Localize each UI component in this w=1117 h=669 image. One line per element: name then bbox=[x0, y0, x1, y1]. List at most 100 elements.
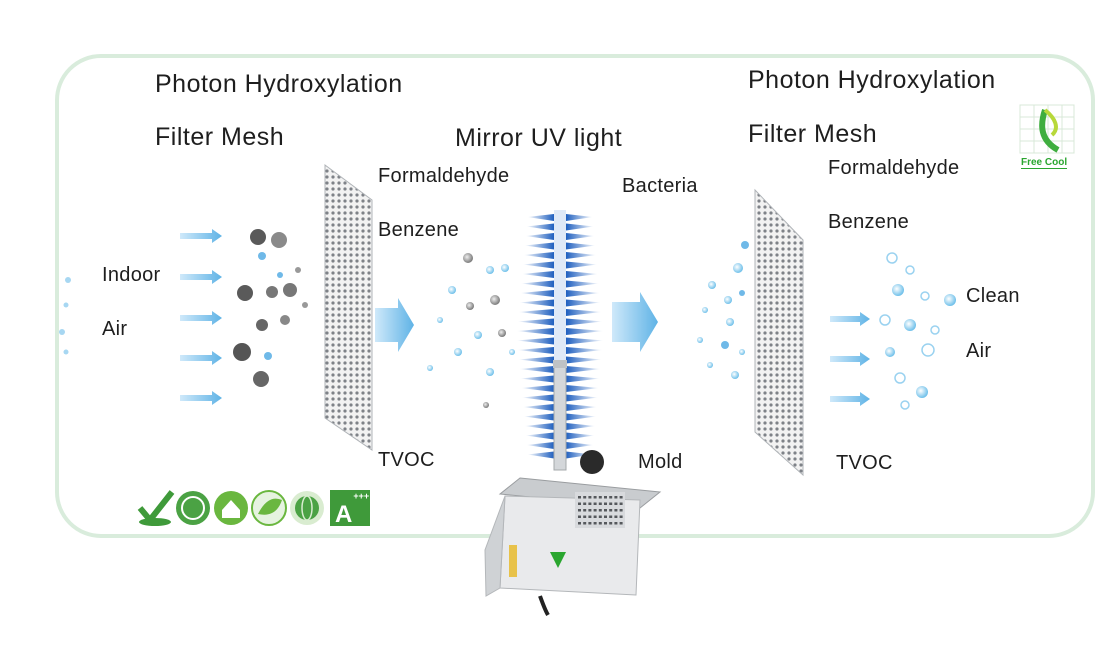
uv-spike-left bbox=[527, 214, 554, 221]
uv-spike-left bbox=[524, 242, 554, 250]
device-vent bbox=[575, 492, 625, 528]
uv-spike-right bbox=[566, 318, 603, 326]
free-cool-logo-icon bbox=[1019, 104, 1075, 154]
uv-spike-right bbox=[566, 413, 597, 421]
uv-spike-left bbox=[521, 394, 554, 402]
clean-air-label: Air bbox=[966, 340, 992, 362]
uv-spike-left bbox=[520, 375, 554, 383]
bacteria-label: Bacteria bbox=[622, 175, 698, 197]
uv-spike-left bbox=[518, 309, 554, 316]
vent-slot bbox=[598, 502, 602, 505]
vent-slot bbox=[588, 509, 592, 512]
vent-slot bbox=[609, 509, 613, 512]
right-filter-mesh bbox=[754, 188, 804, 477]
energy-rating-icon: A+++ bbox=[330, 490, 370, 528]
left-filter-title-line2: Filter Mesh bbox=[155, 123, 285, 151]
vent-slot bbox=[583, 522, 587, 525]
vent-slot bbox=[609, 496, 613, 499]
mold-label: Mold bbox=[638, 451, 683, 473]
vent-slot bbox=[614, 509, 618, 512]
uv-spike-right bbox=[566, 233, 595, 240]
uv-spike-left bbox=[519, 366, 554, 373]
uv-spike-right bbox=[566, 242, 596, 250]
incoming-air-arrows bbox=[180, 229, 222, 405]
eco-house-icon bbox=[214, 491, 248, 525]
vent-slot bbox=[609, 515, 613, 518]
uv-spike-left bbox=[517, 347, 554, 354]
vent-slot bbox=[619, 509, 623, 512]
vent-slot bbox=[578, 502, 581, 505]
uv-spike-right bbox=[566, 451, 593, 459]
middle-particles bbox=[427, 253, 515, 408]
vent-slot bbox=[604, 496, 607, 499]
vent-slot bbox=[604, 522, 607, 525]
post-uv-particles bbox=[697, 241, 749, 379]
right-formaldehyde-label: Formaldehyde bbox=[828, 157, 960, 179]
vent-slot bbox=[578, 515, 581, 518]
flow-arrow-1 bbox=[375, 298, 414, 352]
vent-slot bbox=[614, 502, 618, 505]
uv-spike-right bbox=[566, 442, 594, 449]
air-label: Air bbox=[102, 318, 128, 340]
uv-spike-right bbox=[566, 328, 604, 335]
pollutant-molecules bbox=[233, 229, 308, 387]
right-tvoc-label: TVOC bbox=[836, 452, 893, 474]
vent-slot bbox=[588, 502, 592, 505]
uv-spike-left bbox=[516, 328, 554, 335]
tvoc-label: TVOC bbox=[378, 449, 435, 471]
checkmark-leaf-icon bbox=[137, 490, 175, 526]
vent-slot bbox=[614, 522, 618, 525]
uv-spike-left bbox=[519, 299, 554, 307]
vent-slot bbox=[593, 509, 597, 512]
flow-arrow-2 bbox=[612, 292, 658, 352]
vent-slot bbox=[583, 515, 587, 518]
vent-slot bbox=[619, 502, 623, 505]
left-filter-mesh bbox=[324, 164, 373, 451]
uv-spike-left bbox=[523, 252, 554, 259]
uv-spike-left bbox=[526, 442, 554, 449]
uv-spike-right bbox=[566, 385, 600, 392]
uv-spike-left bbox=[521, 271, 554, 278]
uv-spike-left bbox=[526, 223, 554, 231]
globe-icon bbox=[290, 491, 324, 525]
uv-spike-left bbox=[527, 451, 554, 459]
uv-spike-left bbox=[522, 261, 554, 269]
vent-slot bbox=[598, 515, 602, 518]
uv-spike-right bbox=[566, 252, 597, 259]
uv-spike-right bbox=[566, 223, 594, 231]
clean-air-bubbles bbox=[879, 252, 956, 410]
vent-slot bbox=[598, 509, 602, 512]
vent-slot bbox=[578, 522, 581, 525]
uv-spike-right bbox=[566, 261, 598, 269]
uv-spike-left bbox=[523, 413, 554, 421]
right-filter-title-line2: Filter Mesh bbox=[748, 120, 878, 148]
uv-spike-left bbox=[522, 404, 554, 411]
uv-spike-right bbox=[566, 423, 596, 430]
vent-slot bbox=[619, 496, 623, 499]
vent-slot bbox=[583, 502, 587, 505]
plug-leaf-icon bbox=[176, 491, 210, 525]
uv-spike-right bbox=[566, 356, 602, 364]
vent-slot bbox=[593, 522, 597, 525]
uv-spike-right bbox=[566, 214, 593, 221]
uv-spike-left bbox=[520, 290, 554, 297]
vent-slot bbox=[578, 496, 581, 499]
vent-slot bbox=[609, 502, 613, 505]
uv-spike-right bbox=[566, 280, 600, 288]
uv-spike-left bbox=[524, 423, 554, 430]
uv-spike-right bbox=[566, 337, 604, 345]
vent-slot bbox=[593, 502, 597, 505]
vent-slot bbox=[593, 515, 597, 518]
left-filter-title-line1: Photon Hydroxylation bbox=[155, 70, 403, 98]
uv-spike-left bbox=[518, 356, 554, 364]
uv-spike-right bbox=[566, 432, 595, 440]
vent-slot bbox=[588, 496, 592, 499]
vent-slot bbox=[593, 496, 597, 499]
purifier-device bbox=[484, 360, 662, 617]
vent-slot bbox=[614, 515, 618, 518]
leaf-icon bbox=[251, 490, 287, 526]
certification-icons bbox=[137, 490, 324, 526]
uv-spike-right bbox=[566, 271, 599, 278]
vent-slot bbox=[588, 522, 592, 525]
vent-slot bbox=[604, 509, 607, 512]
